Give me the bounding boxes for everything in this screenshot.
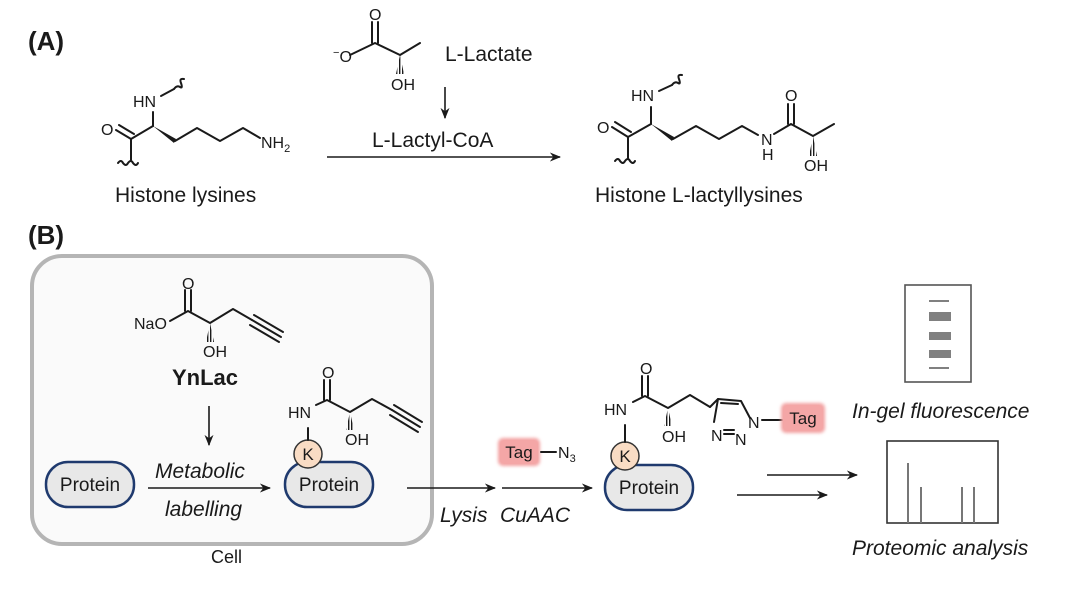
- tag-label: Tag: [505, 443, 532, 462]
- tag-box: [783, 405, 823, 431]
- wavy-bond-icon: [173, 77, 185, 90]
- atom-o-minus: −O: [333, 47, 352, 66]
- atom-hn: HN: [604, 402, 627, 419]
- wavy-bond-icon: [614, 158, 636, 164]
- probe-name: YnLac: [172, 365, 238, 390]
- atom-o: O: [597, 120, 609, 137]
- atom-nao: NaO: [134, 316, 167, 333]
- atom-o: O: [369, 7, 381, 24]
- protein-node: [603, 463, 695, 512]
- atom-n: N: [748, 415, 760, 432]
- atom-o: O: [640, 361, 652, 378]
- atom-oh: OH: [203, 344, 227, 361]
- step-labelling-label: labelling: [165, 498, 242, 521]
- lactate-structure: −O O OH: [333, 7, 421, 94]
- protein-node: [44, 460, 136, 509]
- tag-box: [500, 440, 538, 464]
- gel-icon: [904, 284, 972, 383]
- reagent-name: L-Lactate: [445, 43, 533, 66]
- atom-hn: HN: [288, 405, 311, 422]
- lysine-label: K: [619, 447, 631, 466]
- step-lysis-label: Lysis: [440, 504, 488, 527]
- histone-lysine-structure: HN O NH2: [101, 77, 290, 166]
- product-name: Histone L-lactyllysines: [595, 184, 803, 207]
- atom-o: O: [182, 276, 194, 293]
- atom-oh: OH: [804, 158, 828, 175]
- labelled-lysine-structure: HN O OH: [288, 365, 423, 449]
- atom-n3: N3: [558, 445, 576, 465]
- atom-nh2: NH2: [261, 135, 290, 155]
- reactant-name: Histone lysines: [115, 184, 256, 207]
- step-metabolic-label: Metabolic: [155, 460, 245, 483]
- atom-h: H: [762, 147, 774, 164]
- triazole-product-structure: HN O OH N N N Tag: [604, 361, 825, 449]
- lactyllysine-structure: HN O N H O OH: [597, 73, 835, 175]
- cell-label: Cell: [211, 547, 242, 567]
- atom-o: O: [785, 88, 797, 105]
- atom-n: N: [735, 432, 747, 449]
- atom-oh: OH: [391, 77, 415, 94]
- wavy-bond-icon: [117, 160, 139, 166]
- atom-oh: OH: [662, 429, 686, 446]
- protein-label: Protein: [60, 475, 120, 496]
- protein-label: Protein: [619, 478, 679, 499]
- atom-o: O: [101, 122, 113, 139]
- step-cuaac-label: CuAAC: [500, 504, 571, 527]
- atom-n: N: [711, 428, 723, 445]
- atom-o: O: [322, 365, 334, 382]
- mass-spectrum-icon: [886, 440, 999, 524]
- output-proteomic-label: Proteomic analysis: [852, 537, 1029, 560]
- panel-b-label: (B): [28, 220, 64, 250]
- tag-label: Tag: [789, 409, 816, 428]
- protein-node: [283, 460, 375, 509]
- atom-n: N: [761, 132, 773, 149]
- atom-hn: HN: [133, 94, 156, 111]
- atom-oh: OH: [345, 432, 369, 449]
- lysine-label: K: [302, 445, 314, 464]
- wavy-bond-icon: [671, 73, 683, 86]
- tag-azide-reagent: Tag N3: [498, 438, 576, 466]
- output-in-gel-label: In-gel fluorescence: [852, 400, 1029, 423]
- protein-label: Protein: [299, 475, 359, 496]
- cofactor-name: L-Lactyl-CoA: [372, 129, 493, 152]
- atom-hn: HN: [631, 88, 654, 105]
- ynlac-structure: NaO O OH: [134, 276, 284, 361]
- panel-a-label: (A): [28, 26, 64, 56]
